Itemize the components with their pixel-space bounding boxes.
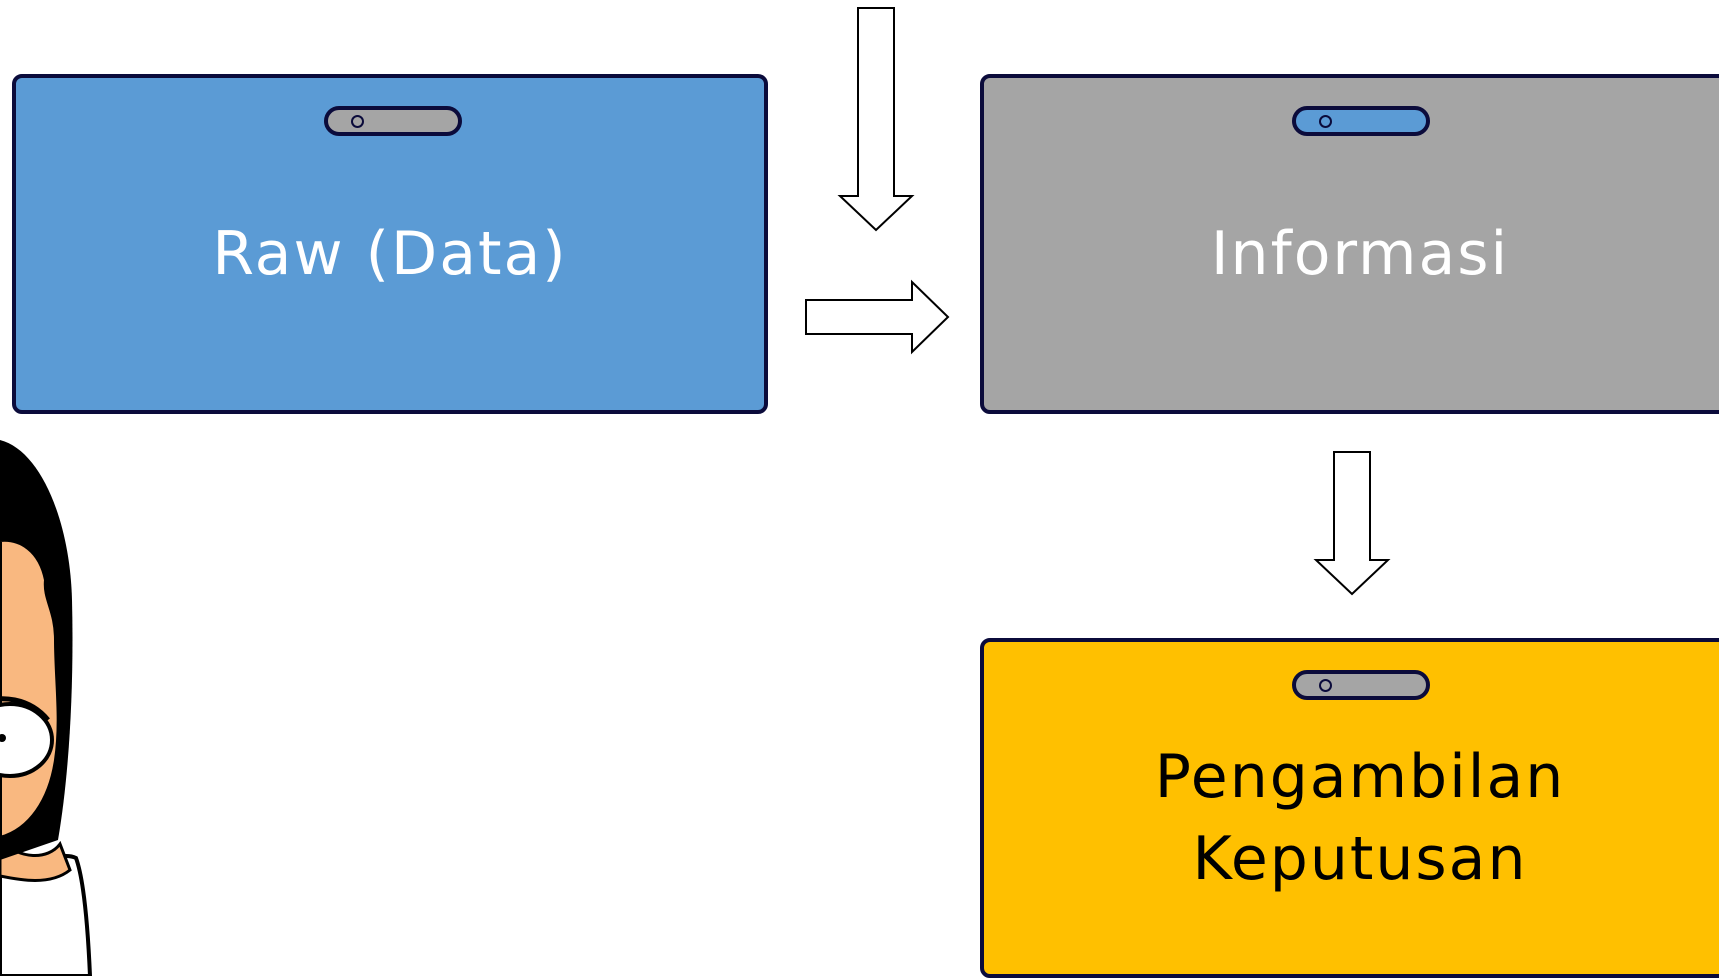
arrow-right bbox=[805, 279, 950, 355]
pengambilan-keputusan-label: Pengambilan Keputusan bbox=[1154, 742, 1566, 894]
raw-data-box: Raw (Data) bbox=[12, 74, 768, 414]
informasi-label: Informasi bbox=[1210, 219, 1510, 289]
box-header-pill-dot bbox=[351, 115, 364, 128]
cartoon-person-illustration bbox=[0, 440, 93, 976]
arrow-down-bottom bbox=[1313, 451, 1391, 596]
box-header-pill bbox=[1292, 106, 1430, 136]
informasi-box: Informasi bbox=[980, 74, 1719, 414]
box-header-pill bbox=[1292, 670, 1430, 700]
arrow-down-top bbox=[837, 7, 915, 232]
pengambilan-keputusan-box: Pengambilan Keputusan bbox=[980, 638, 1719, 978]
raw-data-label: Raw (Data) bbox=[212, 219, 568, 289]
box-header-pill-dot bbox=[1319, 679, 1332, 692]
box-header-pill bbox=[324, 106, 462, 136]
box-header-pill-dot bbox=[1319, 115, 1332, 128]
